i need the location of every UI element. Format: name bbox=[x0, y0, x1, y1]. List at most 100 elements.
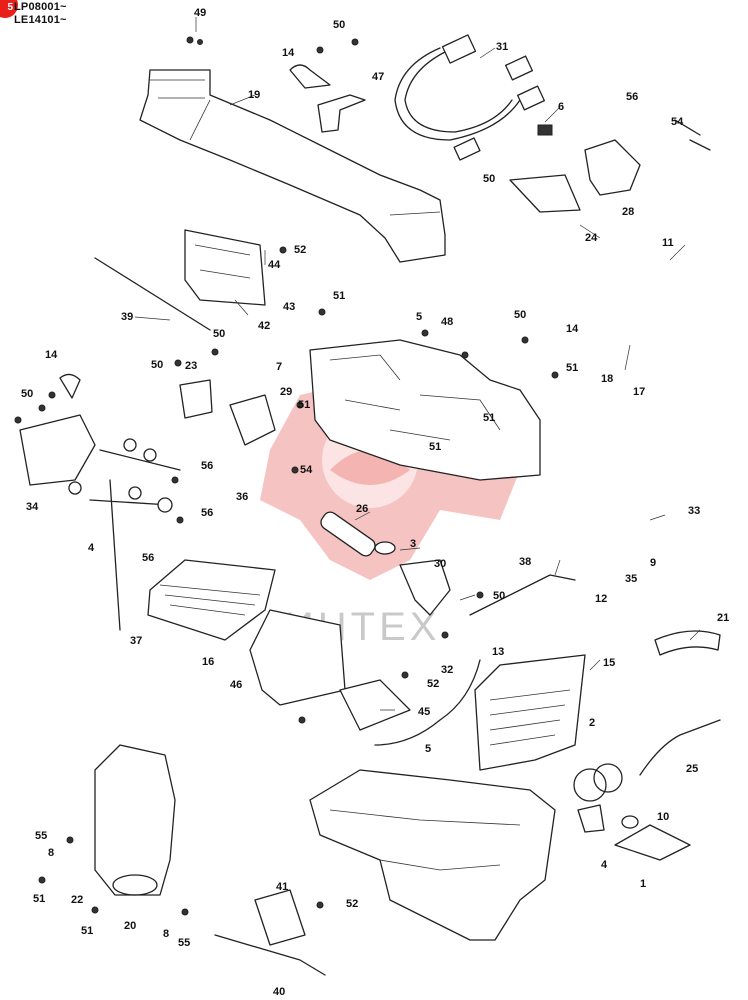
callout-7: 7 bbox=[276, 361, 282, 373]
callout-29: 29 bbox=[280, 386, 292, 398]
callout-21: 21 bbox=[717, 612, 729, 624]
part-tube-26 bbox=[320, 511, 396, 557]
callout-25: 25 bbox=[686, 763, 698, 775]
callout-51: 51 bbox=[429, 441, 441, 453]
callout-51: 51 bbox=[298, 399, 310, 411]
part-door-29 bbox=[229, 394, 276, 446]
page-badge: 5 bbox=[0, 0, 18, 18]
callout-56: 56 bbox=[142, 552, 154, 564]
callout-18: 18 bbox=[601, 373, 613, 385]
callout-44: 44 bbox=[268, 259, 281, 271]
callout-39: 39 bbox=[121, 311, 133, 323]
callout-56: 56 bbox=[626, 91, 638, 103]
part-linkage-left bbox=[19, 373, 181, 631]
callout-50: 50 bbox=[514, 309, 526, 321]
callout-32: 32 bbox=[441, 664, 453, 676]
callout-52: 52 bbox=[294, 244, 306, 256]
callout-50: 50 bbox=[483, 173, 495, 185]
callout-49: 49 bbox=[194, 7, 206, 19]
callout-37: 37 bbox=[130, 635, 142, 647]
screw-fasteners bbox=[14, 36, 559, 916]
callout-14: 14 bbox=[566, 323, 579, 335]
callout-45: 45 bbox=[418, 706, 430, 718]
callout-41: 41 bbox=[276, 881, 288, 893]
callout-50: 50 bbox=[213, 328, 225, 340]
callout-20: 20 bbox=[124, 920, 136, 932]
callout-54: 54 bbox=[300, 464, 313, 476]
callout-4: 4 bbox=[88, 542, 95, 554]
part-evaporator-15 bbox=[474, 654, 586, 771]
callout-51: 51 bbox=[483, 412, 495, 424]
callout-12: 12 bbox=[595, 593, 607, 605]
callout-50: 50 bbox=[151, 359, 163, 371]
callout-52: 52 bbox=[427, 678, 439, 690]
callout-1: 1 bbox=[640, 878, 646, 890]
part-bracket-47 bbox=[289, 64, 366, 133]
part-ring-10 bbox=[621, 815, 639, 829]
callout-54: 54 bbox=[671, 116, 684, 128]
callout-56: 56 bbox=[201, 507, 213, 519]
callout-30: 30 bbox=[434, 558, 446, 570]
callout-5: 5 bbox=[416, 311, 422, 323]
callout-46: 46 bbox=[230, 679, 242, 691]
callout-16: 16 bbox=[202, 656, 214, 668]
callout-56: 56 bbox=[201, 460, 213, 472]
callout-10: 10 bbox=[657, 811, 669, 823]
part-rod-39 bbox=[94, 257, 211, 331]
callout-51: 51 bbox=[81, 925, 93, 937]
callout-11: 11 bbox=[662, 237, 674, 249]
leader-lines bbox=[134, 17, 701, 711]
callout-50: 50 bbox=[21, 388, 33, 400]
callout-36: 36 bbox=[236, 491, 248, 503]
part-bracket-23 bbox=[179, 379, 213, 419]
callout-51: 51 bbox=[333, 290, 345, 302]
part-hose-21 bbox=[654, 630, 721, 656]
part-wire-5 bbox=[374, 659, 481, 746]
serial-range-line-1: LP08001~ bbox=[14, 1, 67, 13]
part-heater-housing bbox=[309, 339, 541, 481]
callout-55: 55 bbox=[178, 937, 190, 949]
callout-43: 43 bbox=[283, 301, 295, 313]
callout-42: 42 bbox=[258, 320, 270, 332]
part-duct-19 bbox=[139, 69, 446, 263]
part-motor-42 bbox=[184, 229, 266, 306]
callout-48: 48 bbox=[441, 316, 453, 328]
part-harness-31 bbox=[394, 34, 546, 161]
part-frame-46 bbox=[249, 609, 346, 706]
callout-15: 15 bbox=[603, 657, 615, 669]
callout-4: 4 bbox=[601, 859, 608, 871]
part-callouts: 49 50 14 47 19 31 6 56 54 50 28 24 52 44… bbox=[21, 7, 729, 998]
serial-range-line-2: LE14101~ bbox=[14, 14, 67, 26]
callout-55: 55 bbox=[35, 830, 47, 842]
callout-3: 3 bbox=[410, 538, 416, 550]
callout-8: 8 bbox=[163, 928, 169, 940]
callout-51: 51 bbox=[566, 362, 578, 374]
callout-34: 34 bbox=[26, 501, 39, 513]
part-valve-30 bbox=[399, 559, 451, 616]
part-switch-28 bbox=[509, 119, 711, 213]
callout-19: 19 bbox=[248, 89, 260, 101]
callout-14: 14 bbox=[45, 349, 58, 361]
callout-8: 8 bbox=[48, 847, 54, 859]
part-rod-38 bbox=[469, 574, 576, 616]
callout-35: 35 bbox=[625, 573, 637, 585]
callout-5: 5 bbox=[425, 743, 431, 755]
callout-23: 23 bbox=[185, 360, 197, 372]
part-core-16 bbox=[147, 559, 276, 641]
part-grille-41 bbox=[254, 889, 306, 946]
callout-26: 26 bbox=[356, 503, 368, 515]
callout-51: 51 bbox=[33, 893, 45, 905]
part-pipe-25 bbox=[639, 719, 721, 776]
callout-50: 50 bbox=[333, 19, 345, 31]
part-pad-1 bbox=[614, 824, 691, 861]
callout-22: 22 bbox=[71, 894, 83, 906]
callout-24: 24 bbox=[585, 232, 598, 244]
callout-2: 2 bbox=[589, 717, 595, 729]
part-filter-45 bbox=[339, 679, 411, 731]
part-lower-case bbox=[309, 769, 556, 941]
callout-28: 28 bbox=[622, 206, 634, 218]
part-cable-40 bbox=[214, 934, 326, 976]
callout-50: 50 bbox=[493, 590, 505, 602]
callout-47: 47 bbox=[372, 71, 384, 83]
